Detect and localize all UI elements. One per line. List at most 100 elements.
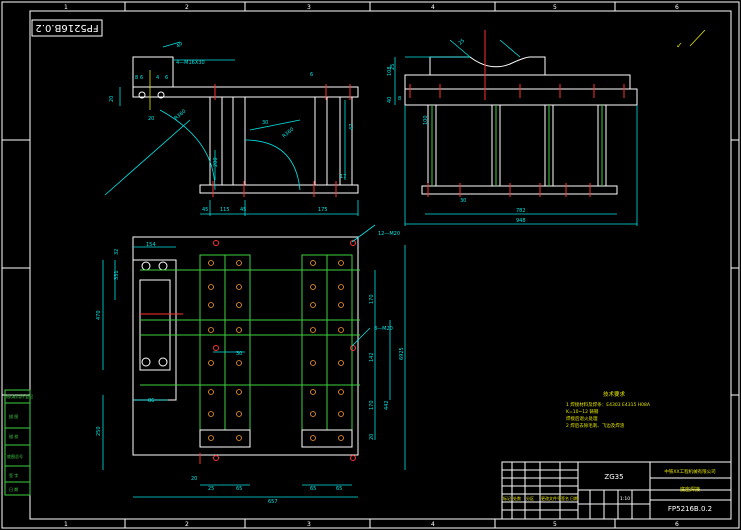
side-dim-1: 8 (135, 75, 138, 81)
rev-header-5: 日期 (570, 495, 578, 501)
hole-callout-12: 12—M20 (378, 231, 400, 237)
plan-dim-bottom-2: 65 (236, 486, 242, 492)
side-dim-6: R360 (173, 109, 187, 122)
plan-dim-left-1: 32 (114, 249, 120, 255)
rev-header-2: 分区 (526, 495, 534, 501)
plan-dim-bottom-0: 20 (191, 476, 197, 482)
plan-dim-right-1: 30 (236, 351, 242, 357)
zone-top-5: 5 (553, 4, 557, 11)
front-view-dims: 108 25 25 40 8 100 30 782 948 (387, 38, 526, 224)
side-view-dims: 40 4—M16X30 8 20 6 4 6 R360 20 R360 200 … (109, 41, 355, 213)
strip-label-0: 借(通)用件登记 (6, 393, 33, 399)
front-dim-1: 25 (390, 64, 396, 70)
plan-dim-right-0: 170 (369, 294, 375, 304)
front-dim-8: 948 (516, 218, 526, 224)
title-revision-headers: 标记 处数 分区 更改文件号 签名 日期 (503, 495, 578, 501)
plan-dim-bottom-4: 65 (310, 486, 316, 492)
strip-label-2: 描 校 (9, 433, 18, 439)
side-dim-3: 6 (140, 75, 143, 81)
side-dim-4: 4 (156, 75, 159, 81)
zone-bottom-6: 6 (675, 521, 679, 528)
surface-finish-icon: ✓ (676, 41, 683, 50)
plan-dim-right-6: 6925 (399, 347, 405, 360)
side-dim-7: 20 (148, 116, 154, 122)
rev-header-3: 更改文件号 (541, 495, 561, 501)
front-dim-7: 782 (516, 208, 526, 214)
front-dim-0: 108 (387, 66, 393, 76)
side-dim-13: 17 (340, 174, 346, 180)
side-bolt-label: 4—M16X30 (176, 60, 205, 66)
front-dim-6: 30 (460, 198, 466, 204)
front-dim-3: 40 (387, 97, 393, 103)
front-view (394, 30, 638, 226)
title-scale: 1:10 (620, 496, 630, 502)
inner-border (29, 10, 732, 520)
zone-top-1: 1 (64, 4, 68, 11)
plan-dim-left-5: 250 (96, 426, 102, 436)
plan-dim-left-4: 86 (148, 398, 154, 404)
technical-notes: 技术要求 1 焊接材料及焊条：E4303 E4315 H08A K=10~12 … (566, 390, 651, 429)
zone-top-4: 4 (431, 4, 435, 11)
title-part-name: 底座焊接 (680, 486, 700, 493)
side-dim-2: 20 (109, 96, 115, 102)
surface-finish-leader (689, 29, 706, 47)
side-dim-8: R360 (281, 127, 295, 140)
plan-holes (208, 240, 356, 461)
zone-top-6: 6 (675, 4, 679, 11)
note-line-2: K=10~12 铸钢 (566, 408, 599, 415)
notes-heading: 技术要求 (603, 390, 626, 398)
side-dim-16: 45 (240, 207, 246, 213)
plan-dim-bottom-5: 65 (336, 486, 342, 492)
plan-dim-bottom-1: 25 (208, 486, 214, 492)
side-dim-10: 6 (310, 72, 313, 78)
strip-label-1: 描 图 (9, 413, 18, 419)
front-dim-4: 8 (398, 96, 401, 102)
plan-dim-bottom-3: 657 (268, 499, 278, 505)
title-drawing-no: FP5216B.0.2 (668, 505, 712, 513)
side-dim-17: 175 (318, 207, 328, 213)
title-material: ZG35 (604, 473, 623, 481)
title-block (501, 461, 732, 520)
note-line-4: 2 焊后去除毛刺、飞边及焊渣 (566, 422, 625, 429)
side-dim-5: 6 (165, 75, 168, 81)
plan-dim-right-2: 142 (369, 352, 375, 362)
plan-dims: 12—M20 8—M20 154 32 331 470 86 250 170 3… (96, 231, 405, 505)
zone-bottom-2: 2 (185, 521, 189, 528)
side-dim-11: 47 (349, 124, 355, 130)
plan-dim-left-2: 331 (114, 270, 120, 280)
plan-dim-right-5: 442 (384, 400, 390, 410)
side-dim-14: 45 (202, 207, 208, 213)
front-dim-5: 100 (423, 115, 429, 125)
zone-bottom-3: 3 (307, 521, 311, 528)
side-dim-15: 115 (220, 207, 230, 213)
zone-top-2: 2 (185, 4, 189, 11)
plan-dim-left-3: 470 (96, 310, 102, 320)
rev-header-0: 标记 (503, 495, 511, 501)
front-dim-2: 25 (457, 38, 466, 47)
side-dim-0: 40 (175, 41, 184, 50)
zone-bottom-5: 5 (553, 521, 557, 528)
rotated-number-box (31, 19, 103, 37)
side-dim-12: 30 (262, 120, 268, 126)
plan-dim-left-0: 154 (146, 242, 156, 248)
plan-dim-right-3: 170 (369, 400, 375, 410)
side-dim-9: 200 (213, 157, 219, 167)
note-line-1: 1 焊接材料及焊条：E4303 E4315 H08A (566, 401, 651, 408)
rev-header-4: 签名 (561, 495, 569, 501)
plan-dim-lines (102, 224, 406, 498)
note-line-3: 焊接后退火处理 (566, 415, 598, 422)
rev-header-1: 处数 (513, 495, 521, 501)
left-strip (4, 389, 31, 496)
zone-bottom-4: 4 (431, 521, 435, 528)
zone-bottom-1: 1 (64, 521, 68, 528)
left-strip-labels: 借(通)用件登记 描 图 描 校 底图总号 签 字 日 期 (6, 393, 33, 492)
strip-label-5: 日 期 (9, 486, 18, 492)
strip-label-3: 底图总号 (7, 453, 23, 459)
rotated-drawing-number: FP5216B.0.2 (35, 22, 98, 33)
plan-dim-right-4: 20 (369, 434, 375, 440)
hole-callout-8: 8—M20 (374, 326, 393, 332)
zone-top-3: 3 (307, 4, 311, 11)
